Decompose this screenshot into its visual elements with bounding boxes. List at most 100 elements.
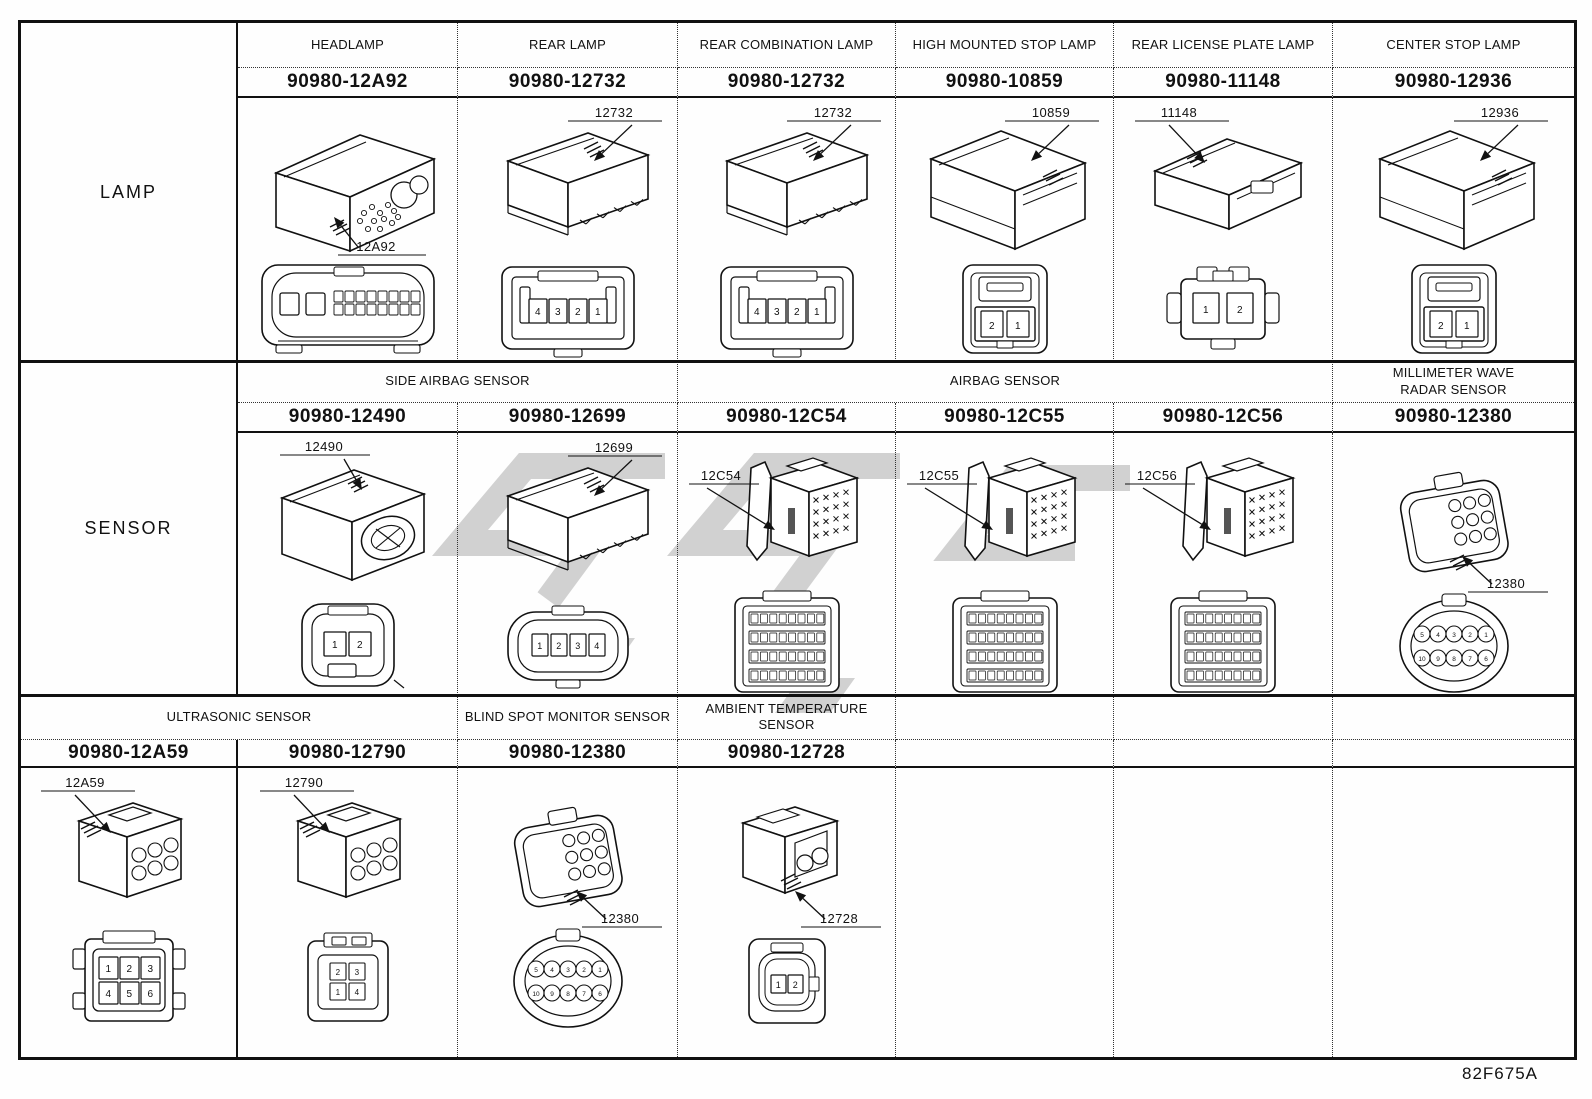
connector-cell: 1 2 11148 [1114, 98, 1333, 361]
svg-text:6: 6 [147, 989, 153, 1000]
column-title: AIRBAG SENSOR [678, 361, 1333, 403]
svg-text:3: 3 [566, 967, 570, 974]
connector-cell: 12C55 [896, 433, 1114, 695]
column-title: HIGH MOUNTED STOP LAMP [896, 23, 1114, 68]
part-number-cell: 90980-12380 [1333, 403, 1574, 433]
svg-text:1: 1 [1203, 305, 1209, 316]
part-number-cell: 90980-12A59 [21, 740, 238, 768]
svg-text:2: 2 [1237, 305, 1243, 316]
svg-text:5: 5 [1420, 632, 1424, 639]
section-label: LAMP [21, 23, 238, 361]
svg-text:3: 3 [354, 968, 359, 977]
column-title: CENTER STOP LAMP [1333, 23, 1574, 68]
svg-text:4: 4 [550, 967, 554, 974]
svg-text:11148: 11148 [1161, 105, 1197, 120]
svg-text:3: 3 [555, 307, 561, 318]
svg-text:7: 7 [582, 991, 586, 998]
part-number-cell: 90980-12490 [238, 403, 458, 433]
svg-text:1: 1 [775, 980, 780, 990]
svg-text:2: 2 [357, 640, 363, 651]
svg-text:3: 3 [1452, 632, 1456, 639]
svg-text:12790: 12790 [284, 775, 322, 790]
connector-illustration: 12C54 [688, 457, 860, 693]
svg-text:2: 2 [126, 964, 132, 975]
connector-illustration: 2 1 12936 [1377, 105, 1548, 354]
part-number-cell: 90980-12C56 [1114, 403, 1333, 433]
svg-text:10859: 10859 [1031, 105, 1069, 120]
part-number-cell [1114, 740, 1333, 768]
svg-text:5: 5 [534, 967, 538, 974]
svg-text:2: 2 [575, 307, 581, 318]
part-number-cell [1333, 740, 1574, 768]
svg-text:1: 1 [598, 967, 602, 974]
column-title [1114, 695, 1333, 740]
row-separator [21, 694, 1574, 697]
connector-illustration: 12C56 [1125, 457, 1296, 693]
svg-text:12699: 12699 [594, 440, 632, 455]
column-title: REAR COMBINATION LAMP [678, 23, 896, 68]
svg-text:9: 9 [550, 991, 554, 998]
svg-text:1: 1 [105, 964, 111, 975]
svg-text:12380: 12380 [1486, 576, 1524, 591]
column-title: REAR LICENSE PLATE LAMP [1114, 23, 1333, 68]
svg-text:12490: 12490 [304, 439, 342, 454]
svg-text:2: 2 [335, 968, 340, 977]
svg-text:1: 1 [595, 307, 601, 318]
connector-cell: 12C54 [678, 433, 896, 695]
svg-text:2: 2 [989, 321, 995, 332]
connector-cell: 2 1 12936 [1333, 98, 1574, 361]
svg-text:1: 1 [1464, 321, 1470, 332]
column-title: HEADLAMP [238, 23, 458, 68]
svg-text:10: 10 [1418, 656, 1426, 663]
column-title [896, 695, 1114, 740]
svg-text:12C54: 12C54 [700, 468, 740, 483]
column-title: BLIND SPOT MONITOR SENSOR [458, 695, 678, 740]
svg-text:3: 3 [147, 964, 153, 975]
svg-text:1: 1 [332, 640, 338, 651]
svg-text:2: 2 [556, 641, 561, 651]
svg-text:8: 8 [1452, 656, 1456, 663]
svg-text:5: 5 [126, 989, 132, 1000]
svg-text:2: 2 [1438, 321, 1444, 332]
svg-text:1: 1 [537, 641, 542, 651]
part-number-cell: 90980-12732 [458, 68, 678, 98]
svg-text:2: 2 [794, 307, 800, 318]
svg-text:12C56: 12C56 [1137, 468, 1177, 483]
part-number-cell: 90980-12C54 [678, 403, 896, 433]
svg-text:1: 1 [814, 307, 820, 318]
part-number-cell: 90980-12790 [238, 740, 458, 768]
svg-text:8: 8 [566, 991, 570, 998]
svg-text:4: 4 [594, 641, 599, 651]
part-number-cell: 90980-12732 [678, 68, 896, 98]
svg-text:2: 2 [1468, 632, 1472, 639]
column-title [1333, 695, 1574, 740]
svg-text:4: 4 [105, 989, 111, 1000]
svg-text:6: 6 [1484, 656, 1488, 663]
row-separator [21, 360, 1574, 363]
svg-text:3: 3 [774, 307, 780, 318]
svg-text:1: 1 [1484, 632, 1488, 639]
svg-text:1: 1 [335, 988, 340, 997]
connector-illustration: 1 2 12490 [279, 439, 426, 689]
part-number-cell: 90980-12728 [678, 740, 896, 768]
part-number-cell: 90980-10859 [896, 68, 1114, 98]
svg-text:12380: 12380 [600, 911, 638, 926]
svg-text:12936: 12936 [1480, 105, 1518, 120]
svg-text:4: 4 [535, 307, 541, 318]
part-number-cell: 90980-12A92 [238, 68, 458, 98]
column-title: MILLIMETER WAVE RADAR SENSOR [1333, 361, 1574, 403]
part-number-cell: 90980-11148 [1114, 68, 1333, 98]
